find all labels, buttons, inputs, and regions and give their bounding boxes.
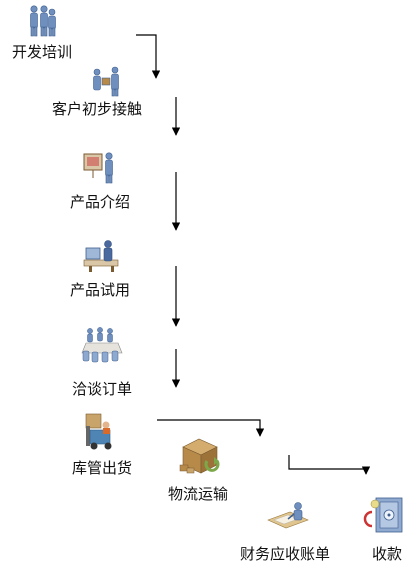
step-label-receivables: 财务应收账单 [240, 547, 331, 563]
arrow-6 [157, 419, 265, 437]
handshake-delivery-icon [93, 66, 119, 97]
accounting-desk-icon [267, 502, 309, 529]
presenter-board-icon [83, 152, 113, 184]
arrow-7 [288, 455, 371, 475]
people-group-icon [30, 5, 56, 37]
meeting-table-icon [81, 327, 123, 363]
forklift-icon [85, 413, 112, 450]
connector-arrows [136, 34, 371, 475]
package-box-icon [179, 438, 220, 474]
step-label-product-trial: 产品试用 [70, 283, 131, 299]
step-label-negotiate-order: 洽谈订单 [72, 382, 133, 398]
step-label-training: 开发培训 [12, 45, 73, 61]
safe-vault-icon [363, 497, 403, 533]
step-label-logistics: 物流运输 [168, 487, 229, 503]
step-label-warehouse-ship: 库管出货 [72, 461, 133, 477]
step-label-collect-payment: 收款 [372, 547, 403, 563]
step-label-initial-contact: 客户初步接触 [52, 102, 143, 118]
computer-user-icon [83, 240, 119, 272]
arrow-1 [136, 34, 161, 79]
step-label-product-intro: 产品介绍 [70, 195, 131, 211]
